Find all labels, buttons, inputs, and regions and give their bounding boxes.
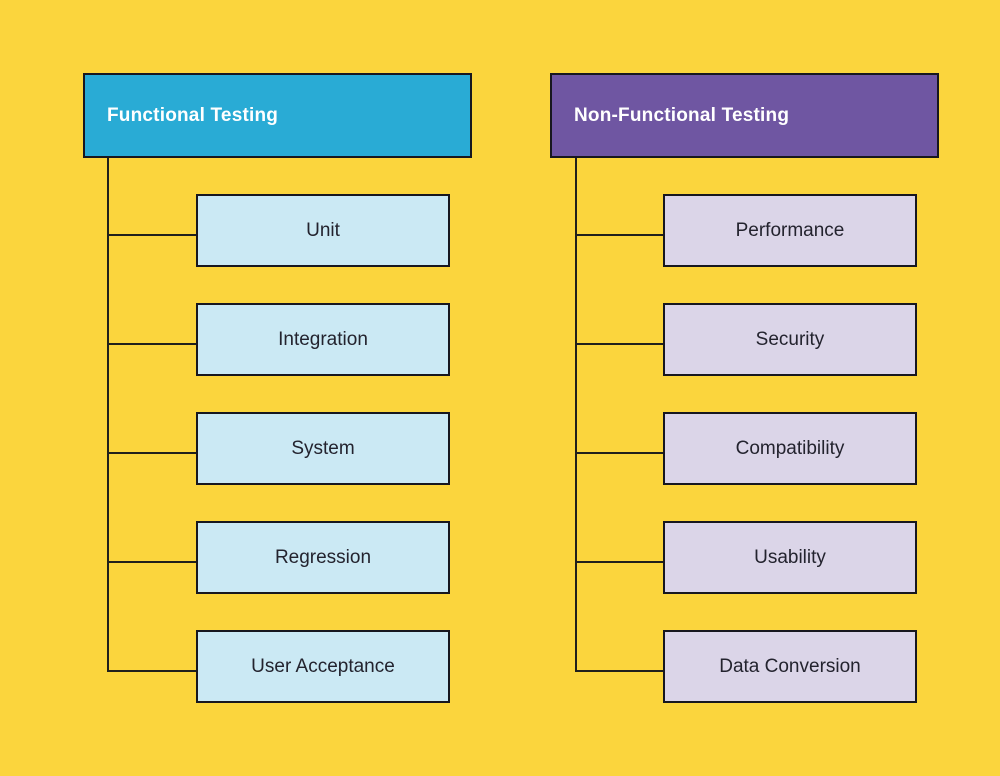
connector-line-vertical-functional: [107, 158, 109, 672]
node-security-label: Security: [755, 328, 825, 350]
node-compatibility[interactable]: Compatibility: [663, 412, 917, 485]
connector-line-regression: [107, 561, 196, 563]
non-functional-testing-header[interactable]: Non-Functional Testing: [550, 73, 939, 158]
node-usability-label: Usability: [754, 546, 826, 568]
node-integration-label: Integration: [278, 328, 368, 350]
connector-line-performance: [575, 234, 663, 236]
node-usability[interactable]: Usability: [663, 521, 917, 594]
node-regression[interactable]: Regression: [196, 521, 450, 594]
functional-testing-header[interactable]: Functional Testing: [83, 73, 472, 158]
connector-line-unit: [107, 234, 196, 236]
connector-line-user-acceptance: [107, 670, 196, 672]
non-functional-testing-title: Non-Functional Testing: [574, 104, 790, 126]
node-unit[interactable]: Unit: [196, 194, 450, 267]
connector-line-system: [107, 452, 196, 454]
connector-line-security: [575, 343, 663, 345]
node-integration[interactable]: Integration: [196, 303, 450, 376]
node-user-acceptance[interactable]: User Acceptance: [196, 630, 450, 703]
node-data-conversion-label: Data Conversion: [719, 655, 861, 677]
node-user-acceptance-label: User Acceptance: [251, 655, 395, 677]
node-security[interactable]: Security: [663, 303, 917, 376]
node-regression-label: Regression: [274, 546, 372, 568]
node-performance-label: Performance: [735, 219, 845, 241]
node-data-conversion[interactable]: Data Conversion: [663, 630, 917, 703]
node-unit-label: Unit: [306, 219, 340, 241]
connector-line-vertical-non-functional: [575, 158, 577, 672]
node-performance[interactable]: Performance: [663, 194, 917, 267]
node-compatibility-label: Compatibility: [735, 437, 845, 459]
connector-line-usability: [575, 561, 663, 563]
node-system-label: System: [291, 437, 355, 459]
node-system[interactable]: System: [196, 412, 450, 485]
connector-line-compatibility: [575, 452, 663, 454]
connector-line-data-conversion: [575, 670, 663, 672]
functional-testing-title: Functional Testing: [107, 104, 279, 126]
connector-line-integration: [107, 343, 196, 345]
